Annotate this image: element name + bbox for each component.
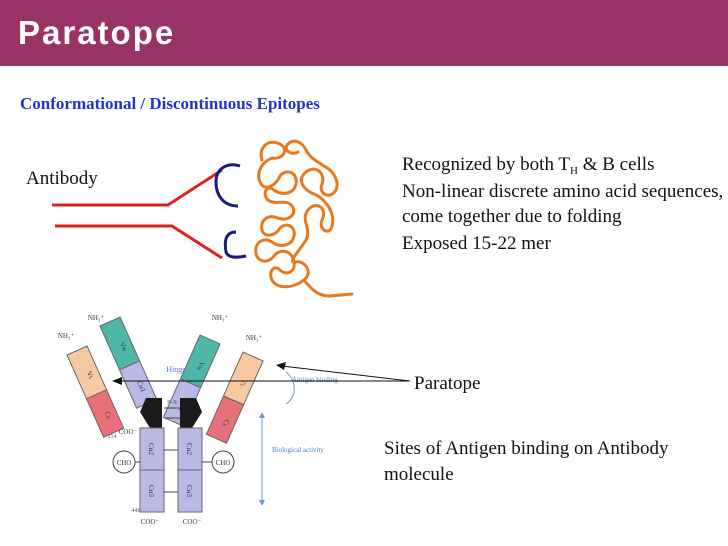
left-ch3-text: Cʜ3: [147, 485, 155, 497]
left-light-nh3-text: NH₃⁺: [58, 332, 75, 340]
bullet-exposed: Exposed 15-22 mer: [402, 233, 551, 254]
right-vh-text: Vʜ: [195, 360, 206, 372]
right-light-nh3-text: NH₃⁺: [246, 334, 263, 342]
paratope-upper-end: [214, 163, 241, 208]
right-ch2-domain: [177, 427, 203, 471]
bullet-nonlinear: Non-linear discrete amino acid sequences…: [402, 181, 724, 227]
right-cho-circle: [211, 450, 235, 474]
left-ch2-domain: [139, 427, 165, 471]
antibody-structure: Vʟ Cʟ Vʜ Cʜ1 Vʜ Cʜ1 Vʟ Cʟ: [58, 314, 338, 526]
light-coo-text: COO⁻: [119, 428, 138, 436]
right-hinge-block: [180, 398, 202, 428]
left-vh-text: Vʜ: [118, 341, 129, 353]
antigen-squiggle: [254, 139, 354, 298]
left-vl-text: Vʟ: [85, 370, 96, 381]
epitope-bullets: Recognized by both TH & B cells Non-line…: [402, 152, 728, 258]
left-ch2-text: Cʜ2: [147, 443, 155, 455]
left-coo-text: COO⁻: [141, 518, 160, 526]
paratope-arrowhead-right: [276, 362, 286, 370]
paratope-lower-end: [223, 230, 247, 259]
residue-214-text: 214: [108, 434, 117, 440]
title-bar: Paratope: [0, 0, 728, 69]
bullet-recognized-rest: & B cells: [577, 154, 655, 175]
antibody-upper-arm: [52, 168, 223, 207]
left-cl-text: Cʟ: [103, 410, 113, 420]
left-nh3-text: NH₃⁺: [88, 314, 105, 322]
paratope-label: Paratope: [414, 373, 481, 394]
right-cho-text: CHO: [216, 459, 231, 467]
residue-446-text: 446: [132, 508, 141, 514]
antibody-label: Antibody: [26, 168, 98, 189]
hinge-text: Hinge: [166, 365, 186, 374]
right-coo-text: COO⁻: [183, 518, 202, 526]
right-light-chain: Vʟ Cʟ: [205, 351, 264, 444]
paratope-pointers: [112, 362, 411, 385]
right-ch3-domain: [177, 469, 203, 513]
paratope-pointer-right: [281, 365, 411, 382]
right-ch3-text: Cʜ3: [185, 485, 193, 497]
hinge-ss-label: S–S: [167, 400, 177, 406]
biological-activity-arrow-top: [259, 412, 265, 418]
slide-title: Paratope: [18, 14, 176, 51]
right-cl-text: Cʟ: [220, 418, 230, 428]
left-heavy-chain-fab: Vʜ Cʜ1: [99, 316, 158, 409]
left-ch3-domain: [139, 469, 165, 513]
antigen-binding-text: Antigen binding: [292, 376, 338, 384]
left-hinge-block: [140, 398, 162, 428]
sites-caption: Sites of Antigen binding on Antibody mol…: [384, 438, 669, 485]
biological-activity-arrow-bottom: [259, 500, 265, 506]
right-vl-text: Vʟ: [238, 378, 249, 389]
left-light-chain: Vʟ Cʟ: [66, 345, 125, 438]
bullet-recognized-sub: H: [569, 165, 578, 177]
paratope-arrowhead-left: [112, 377, 122, 385]
right-ch2-text: Cʜ2: [185, 443, 193, 455]
bullet-recognized: Recognized by both TH & B cells: [402, 152, 728, 177]
right-cl-domain: [205, 395, 245, 444]
biological-activity-text: Biological activity: [272, 446, 324, 454]
left-cho-circle: [112, 450, 136, 474]
antibody-lower-arm: [55, 224, 223, 260]
right-nh3-text: NH₃⁺: [212, 314, 229, 322]
left-cho-text: CHO: [117, 459, 132, 467]
bullet-recognized-main: Recognized by both T: [402, 154, 570, 175]
antibody-schematic: [52, 163, 247, 260]
slide-subtitle: Conformational / Discontinuous Epitopes: [20, 94, 320, 113]
antigen-binding-bracket: [285, 371, 295, 405]
left-cl-domain: [85, 389, 125, 438]
